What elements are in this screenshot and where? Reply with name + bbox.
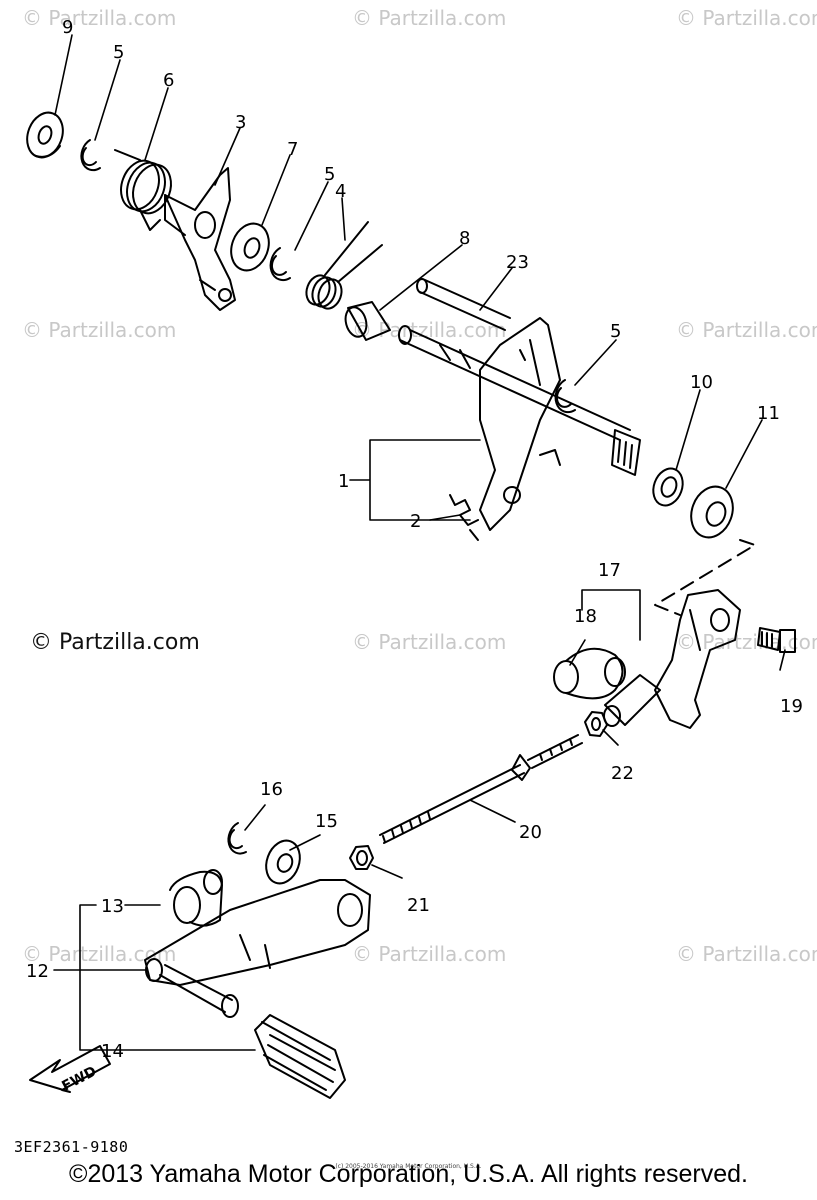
part-label-23: 23 <box>506 252 529 273</box>
nut-22 <box>584 711 608 737</box>
leader-lines <box>53 34 786 1051</box>
part-label-22: 22 <box>611 763 634 784</box>
part-label-6: 6 <box>163 70 174 91</box>
circlip-5-mid <box>269 247 291 282</box>
part-label-2: 2 <box>410 511 421 532</box>
copyright-text: ©2013 Yamaha Motor Corporation, U.S.A. A… <box>69 1160 748 1188</box>
spring-2 <box>449 494 479 541</box>
part-label-12: 12 <box>26 961 49 982</box>
pedal-rubber-14 <box>254 1014 346 1099</box>
circlip-5-right <box>554 379 576 414</box>
watermark: © Partzilla.com <box>676 318 817 342</box>
part-label-11: 11 <box>757 403 780 424</box>
part-label-21: 21 <box>407 895 430 916</box>
diagram-code: 3EF2361-9180 <box>14 1138 129 1156</box>
part-label-1: 1 <box>338 471 349 492</box>
arm-3 <box>164 167 236 311</box>
part-label-9: 9 <box>62 17 73 38</box>
watermark-main: © Partzilla.com <box>30 630 200 655</box>
watermark: © Partzilla.com <box>676 6 817 30</box>
watermark: © Partzilla.com <box>676 942 817 966</box>
bolt-19 <box>757 627 796 653</box>
spring-6 <box>114 149 172 231</box>
part-label-16: 16 <box>260 779 283 800</box>
part-label-5: 5 <box>324 164 335 185</box>
part-label-8: 8 <box>459 228 470 249</box>
part-label-10: 10 <box>690 372 713 393</box>
spring-4 <box>305 221 383 310</box>
part-label-4: 4 <box>335 181 346 202</box>
nut-21 <box>349 845 374 870</box>
watermark: © Partzilla.com <box>352 630 507 654</box>
watermark: © Partzilla.com <box>352 6 507 30</box>
pin-23 <box>416 278 511 331</box>
washer-7 <box>230 222 270 272</box>
part-label-18: 18 <box>574 606 597 627</box>
fwd-arrow-icon <box>29 1045 111 1093</box>
fwd-label: FWD <box>59 1063 99 1094</box>
part-label-5: 5 <box>113 42 124 63</box>
rod-end-18 <box>553 647 626 700</box>
part-label-7: 7 <box>287 139 298 160</box>
washer-15 <box>265 839 301 885</box>
watermark: © Partzilla.com <box>352 942 507 966</box>
watermark: © Partzilla.com <box>22 942 177 966</box>
part-label-13: 13 <box>101 896 124 917</box>
part-label-20: 20 <box>519 822 542 843</box>
watermark: © Partzilla.com <box>22 6 177 30</box>
part-label-3: 3 <box>235 112 246 133</box>
seal-11 <box>690 485 734 539</box>
rod-20 <box>379 734 583 844</box>
small-copyright: (c) 2005-2016 Yamaha Motor Corporation, … <box>335 1163 482 1170</box>
washer-10 <box>652 467 684 507</box>
shift-pedal-12 <box>144 879 371 1018</box>
shift-shaft-1 <box>398 317 641 531</box>
shift-arm-17 <box>654 589 741 729</box>
arm-stub <box>603 674 661 727</box>
circlip-5-top <box>80 139 101 172</box>
washer-9 <box>26 111 64 159</box>
rod-end-13 <box>169 869 223 927</box>
part-label-17: 17 <box>598 560 621 581</box>
part-label-19: 19 <box>780 696 803 717</box>
collar-8 <box>344 301 391 341</box>
part-label-5: 5 <box>610 321 621 342</box>
watermark: © Partzilla.com <box>22 318 177 342</box>
part-label-15: 15 <box>315 811 338 832</box>
part-label-14: 14 <box>101 1041 124 1062</box>
circlip-16 <box>227 822 247 855</box>
